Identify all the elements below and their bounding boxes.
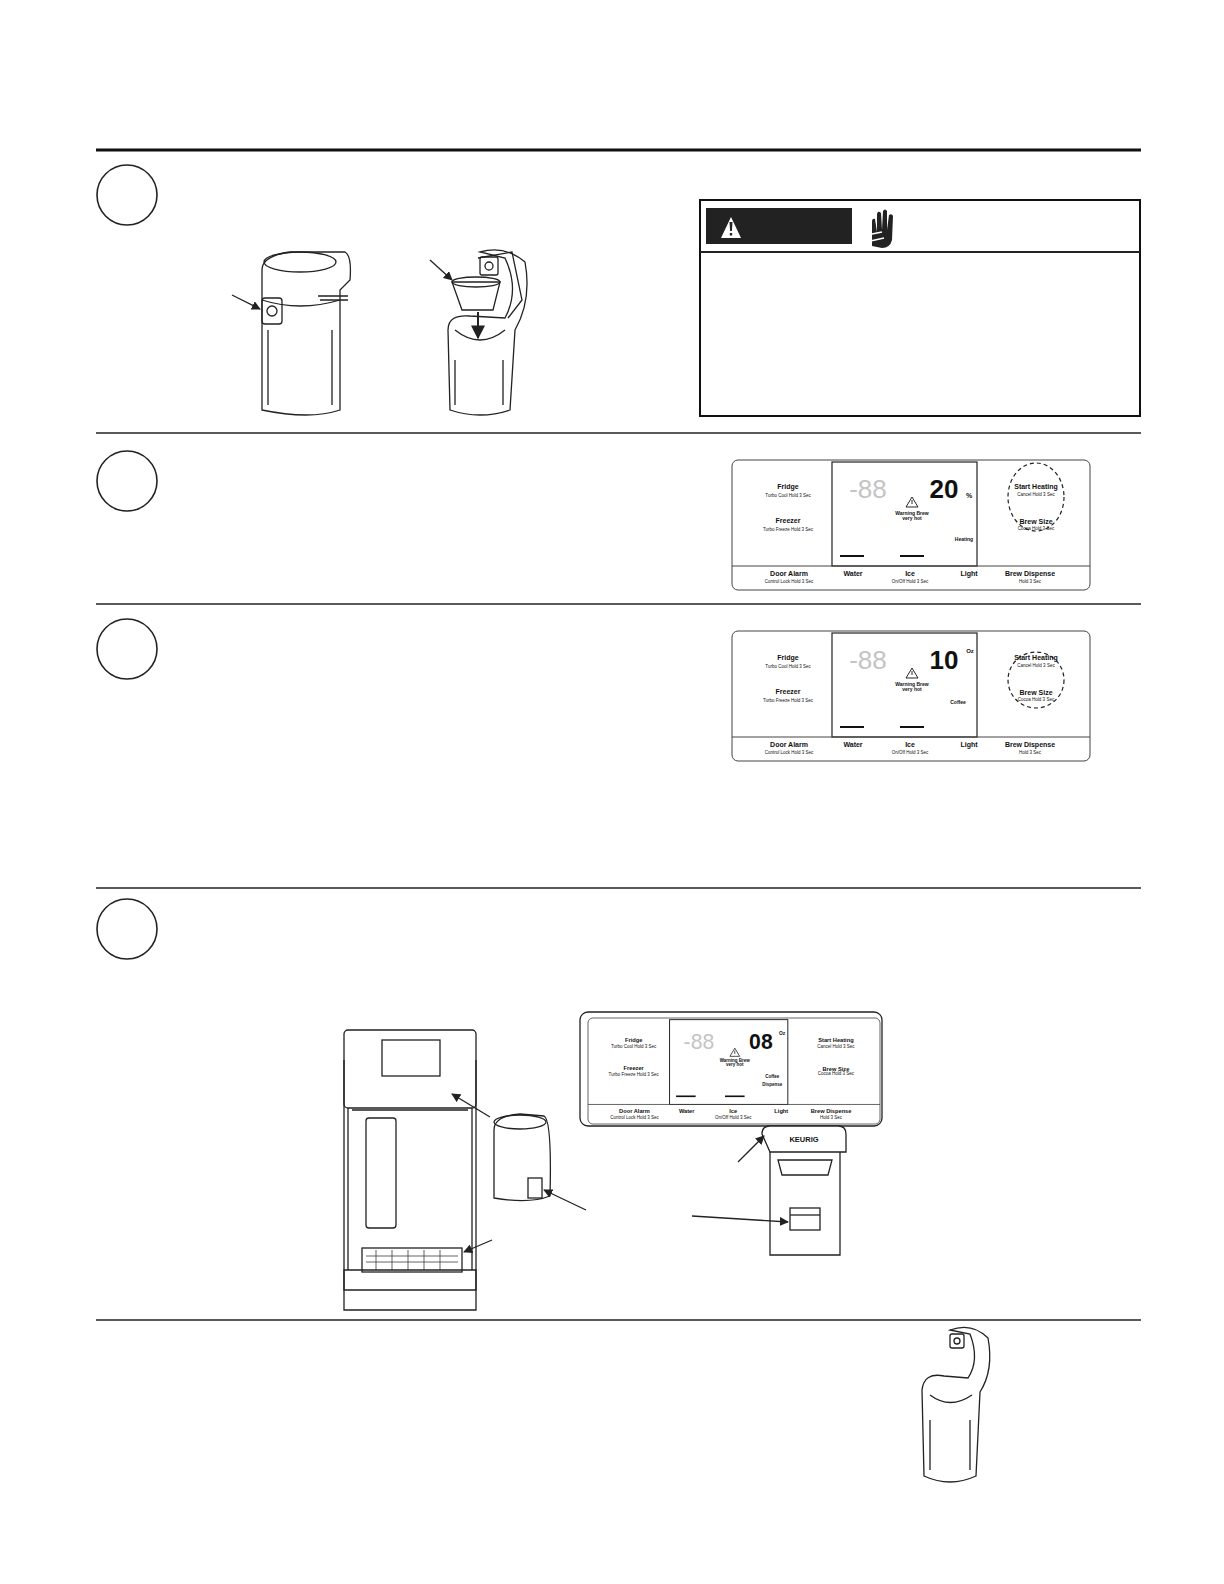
panel-label: Freezer [776,688,801,695]
panel-label: Brew Size [1019,518,1052,525]
panel-label: Coffee [765,1074,779,1079]
panel-label: Brew Size [823,1066,850,1072]
panel-label: Start Heating [1014,654,1058,661]
panel-label: Warning Brew very hot [893,682,931,693]
panel-label: Cocoa Hold 3 Sec [1018,698,1054,703]
panel-label: Cancel Hold 3 Sec [1017,664,1054,669]
panel-label: Light [774,1108,788,1114]
panel-label: Water [679,1108,695,1114]
panel-label: Door Alarm [770,741,808,748]
panel-label: Coffee [950,700,966,705]
panel-label: 20 [930,476,959,503]
panel-label: -88 [849,476,887,503]
panel-label: Hold 3 Sec [1019,751,1041,756]
panel-label: Ice [905,570,915,577]
panel-label: Fridge [625,1037,642,1043]
panel-label: Door Alarm [770,570,808,577]
panel-label: -88 [849,647,887,674]
panel-label: Cocoa Hold 3 Sec [1018,527,1054,532]
panel-label: Ice [905,741,915,748]
panel-label: Hold 3 Sec [1019,580,1041,585]
panel-label: Fridge [777,654,798,661]
panel-label: Warning Brew very hot [719,1059,750,1068]
panel-label: Water [843,741,862,748]
panel-label: On/Off Hold 3 Sec [892,751,928,756]
panel-label: Freezer [624,1065,644,1071]
panel-label: On/Off Hold 3 Sec [715,1115,751,1120]
panel-label: % [966,492,972,499]
panel-label: Turbo Cool Hold 3 Sec [765,665,810,670]
panel-label: Control Lock Hold 3 Sec [765,580,814,585]
panel-label: Brew Dispense [1005,741,1055,748]
panel-label: Dispense [762,1083,782,1088]
panel-label: 08 [749,1031,773,1053]
panel-label: Ice [729,1108,737,1114]
panel-label: Oz [966,648,974,654]
panel-label: Freezer [776,517,801,524]
panel-label: Water [843,570,862,577]
panel-label: Turbo Freeze Hold 3 Sec [609,1073,659,1078]
panel-label: Light [960,570,977,577]
panel-label: Start Heating [1014,483,1058,490]
panel-label: Brew Dispense [811,1108,852,1114]
panel-label: Control Lock Hold 3 Sec [765,751,814,756]
panel-label: Heating [955,537,973,542]
panel-label: Fridge [777,483,798,490]
panel-label: Light [960,741,977,748]
panel-label: Turbo Cool Hold 3 Sec [765,494,810,499]
panel-label: On/Off Hold 3 Sec [892,580,928,585]
panel-label: Turbo Freeze Hold 3 Sec [763,699,813,704]
panel-label: 10 [930,647,959,674]
panel-label: Brew Dispense [1005,570,1055,577]
panel-label: Hold 3 Sec [820,1115,842,1120]
panel-label: Cocoa Hold 3 Sec [818,1072,854,1077]
panel-label: Control Lock Hold 3 Sec [610,1115,659,1120]
panel-label: Warning Brew very hot [893,511,931,522]
panel-label: Cancel Hold 3 Sec [817,1044,854,1049]
panel-label: -88 [684,1031,715,1053]
panel-label: Turbo Cool Hold 3 Sec [611,1045,656,1050]
panel-label: Start Heating [818,1037,853,1043]
panel-label: Door Alarm [619,1108,650,1114]
panel-label: KEURIG [789,1136,818,1144]
panel-label: Turbo Freeze Hold 3 Sec [763,528,813,533]
panel-label: Cancel Hold 3 Sec [1017,493,1054,498]
panel-label: Oz [779,1032,785,1037]
panel-label: Brew Size [1019,689,1052,696]
